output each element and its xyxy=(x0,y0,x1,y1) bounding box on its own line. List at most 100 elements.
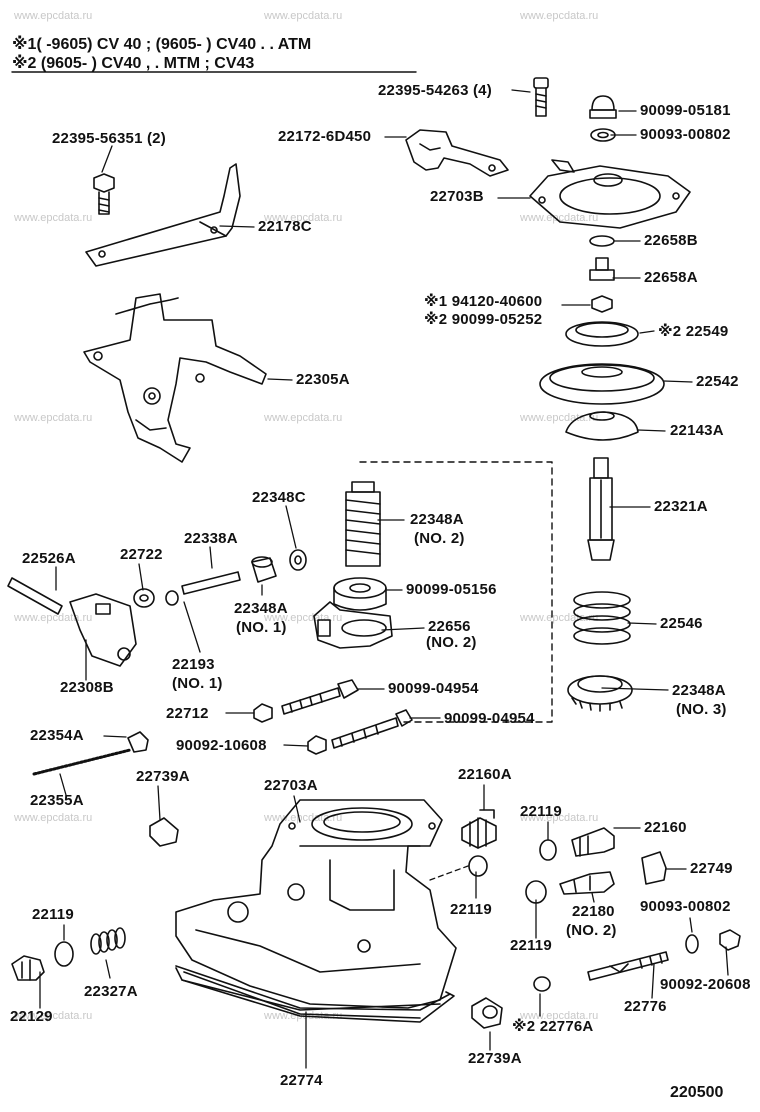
spring-22355A xyxy=(32,748,132,776)
part-label: 22739A xyxy=(468,1050,522,1067)
part-label: 90092-10608 xyxy=(176,737,267,754)
assembly-dashed-frame xyxy=(359,461,553,723)
screw-90099-04954-upper xyxy=(281,679,359,715)
nut-22348C xyxy=(289,549,307,571)
watermark: www.epcdata.ru xyxy=(14,1010,93,1022)
bolt-22395-56351 xyxy=(93,173,115,215)
nut-94120-40600 xyxy=(591,295,613,313)
gear-22348A-no3 xyxy=(567,675,633,712)
bracket-assembly-22305A xyxy=(83,293,267,463)
part-label: 22749 xyxy=(690,860,733,877)
part-label: 22739A xyxy=(136,768,190,785)
part-label: 22193 xyxy=(172,656,215,673)
header-line-2: ※2 (9605- ) CV40 , . MTM ; CV43 xyxy=(12,55,255,72)
part-label: 90099-05181 xyxy=(640,102,731,119)
part-label: 90093-00802 xyxy=(640,898,731,915)
leader-lines xyxy=(39,89,729,1069)
spring-22327A xyxy=(90,927,126,955)
worm-gear-22348A-no2 xyxy=(345,481,381,567)
watermark: www.epcdata.ru xyxy=(520,612,599,624)
part-label: 90092-20608 xyxy=(660,976,751,993)
fitting-22658A xyxy=(589,257,615,281)
jet-22160A xyxy=(461,809,497,849)
bracket-22178C xyxy=(85,163,241,267)
part-label: 22338A xyxy=(184,530,238,547)
nut-90092-20608 xyxy=(719,929,741,951)
part-label: 22348C xyxy=(252,489,306,506)
assembly-dashed-link xyxy=(429,865,469,881)
plug-22739A-left xyxy=(149,817,179,847)
watermark: www.epcdata.ru xyxy=(14,612,93,624)
plug-22749 xyxy=(641,851,667,885)
watermark: www.epcdata.ru xyxy=(264,612,343,624)
spring-22546 xyxy=(573,591,631,645)
part-label: 22774 xyxy=(280,1072,323,1089)
o-ring-22658B xyxy=(589,235,615,247)
diaphragm-22542 xyxy=(539,363,665,405)
bracket-22172-6D450 xyxy=(405,129,509,177)
part-label: 22348A xyxy=(410,511,464,528)
part-label: 22172-6D450 xyxy=(278,128,372,145)
part-label: 22119 xyxy=(510,937,552,954)
cap-22354A xyxy=(127,731,149,753)
part-label: 22712 xyxy=(166,705,209,722)
part-label: 22327A xyxy=(84,983,138,1000)
part-label: 90099-05156 xyxy=(406,581,497,598)
washer-22776A xyxy=(533,976,551,992)
part-label: 22143A xyxy=(670,422,724,439)
watermark: www.epcdata.ru xyxy=(520,10,599,22)
part-label: (NO. 2) xyxy=(566,922,617,939)
part-label: 22119 xyxy=(450,901,492,918)
part-label: (NO. 1) xyxy=(172,675,223,692)
part-label: 22129 xyxy=(10,1008,53,1025)
part-label: 22658B xyxy=(644,232,698,249)
part-label: ※1 94120-40600 xyxy=(424,293,543,310)
part-label: 22348A xyxy=(234,600,288,617)
washer-22119 xyxy=(468,855,488,877)
watermark: www.epcdata.ru xyxy=(520,212,599,224)
bracket-22308B xyxy=(69,593,137,667)
part-label: 90099-04954 xyxy=(388,680,479,697)
plug-22129 xyxy=(11,955,45,981)
watermark: www.epcdata.ru xyxy=(520,812,599,824)
jet-22180-no2 xyxy=(559,871,615,895)
header-line-1: ※1( -9605) CV 40 ; (9605- ) CV40 . . ATM xyxy=(12,36,312,53)
part-label: ※2 22776A xyxy=(512,1018,594,1035)
part-label: 22526A xyxy=(22,550,76,567)
plate-22549 xyxy=(565,321,639,347)
part-label: 22160A xyxy=(458,766,512,783)
bolt-22776 xyxy=(587,951,669,981)
watermark: www.epcdata.ru xyxy=(264,812,343,824)
screw-22395-54263 xyxy=(533,77,549,117)
watermark: www.epcdata.ru xyxy=(264,10,343,22)
part-label: 90099-04954 xyxy=(444,710,535,727)
watermark: www.epcdata.ru xyxy=(264,212,343,224)
part-label: 22546 xyxy=(660,615,703,632)
part-label: 22355A xyxy=(30,792,84,809)
cap-nut-90099-05181 xyxy=(589,95,617,119)
watermark: www.epcdata.ru xyxy=(14,812,93,824)
rod-22338A xyxy=(181,571,241,595)
watermark: www.epcdata.ru xyxy=(264,412,343,424)
plug-22739A-lower xyxy=(471,997,503,1029)
part-label: 22321A xyxy=(654,498,708,515)
part-label: 22354A xyxy=(30,727,84,744)
part-label: ※2 22549 xyxy=(658,323,729,340)
gear-90099-05156 xyxy=(333,577,387,611)
part-label: 22180 xyxy=(572,903,615,920)
collar-22722 xyxy=(133,588,155,608)
shaft-22321A xyxy=(587,457,615,561)
part-label: ※2 90099-05252 xyxy=(424,311,543,328)
part-label: 22395-54263 (4) xyxy=(378,82,492,99)
part-label: 22703B xyxy=(430,188,484,205)
part-label: 22656 xyxy=(428,618,471,635)
part-label: 22703A xyxy=(264,777,318,794)
jet-22160 xyxy=(571,827,615,857)
watermark: www.epcdata.ru xyxy=(14,10,93,22)
part-label: 22119 xyxy=(520,803,562,820)
watermark: www.epcdata.ru xyxy=(520,412,599,424)
part-label: 22305A xyxy=(296,371,350,388)
part-label: 90093-00802 xyxy=(640,126,731,143)
